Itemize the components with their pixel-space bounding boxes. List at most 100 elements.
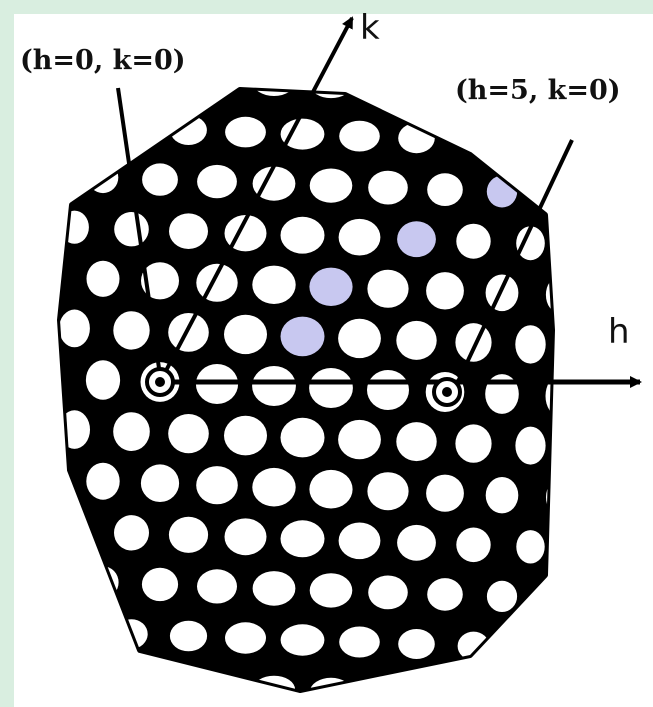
capsomer	[85, 360, 121, 400]
capsomer	[252, 571, 296, 606]
origin-point-dot	[155, 377, 165, 387]
capsomer	[427, 173, 463, 207]
capsomer	[170, 115, 207, 145]
h-axis-label: h	[608, 312, 630, 352]
capsomer	[398, 629, 435, 659]
capsomer	[60, 309, 90, 348]
capsomer	[196, 263, 238, 302]
capsomer	[197, 164, 237, 199]
capsomer	[33, 259, 60, 294]
capsomer	[197, 569, 237, 604]
capsomer	[309, 469, 353, 509]
capsomer	[141, 567, 179, 602]
capsomer	[516, 226, 545, 261]
target-point-label: (h=5, k=0)	[455, 75, 621, 106]
capsomer	[367, 269, 409, 308]
capsomer	[338, 218, 381, 256]
capsomer	[114, 212, 149, 247]
capsomer	[33, 461, 60, 497]
capsomer	[280, 316, 325, 357]
capsomer	[140, 464, 180, 503]
capsomer	[367, 472, 409, 511]
capsomer	[169, 620, 208, 652]
capsomer	[60, 111, 89, 141]
capsomer	[168, 313, 209, 352]
capsomer	[33, 565, 59, 597]
capsomer	[338, 419, 381, 460]
capsomer	[142, 672, 178, 690]
capsomer	[197, 90, 237, 94]
capsomer	[115, 113, 148, 143]
capsomer	[396, 320, 437, 360]
capsomer	[309, 573, 353, 608]
capsomer	[369, 90, 407, 100]
capsomer	[516, 127, 545, 157]
capsomer	[196, 466, 238, 505]
capsomer	[60, 513, 90, 548]
capsomer	[309, 368, 353, 408]
k-axis-label: k	[360, 8, 380, 48]
capsomer	[113, 311, 150, 350]
target-point-dot	[442, 387, 452, 397]
capsomer	[168, 414, 209, 454]
capsomer	[88, 669, 118, 690]
capsomer	[252, 166, 296, 201]
k-axis-arrow	[158, 16, 354, 383]
capsomer	[309, 267, 353, 306]
capsomer	[169, 213, 208, 249]
capsomer	[426, 474, 464, 512]
capsomer	[457, 631, 490, 661]
capsid-body	[57, 87, 555, 693]
capsomer	[516, 530, 545, 564]
capsomer	[396, 422, 437, 462]
capsomer	[487, 684, 517, 690]
capsomer	[225, 622, 266, 654]
capsomer	[280, 118, 325, 150]
capsomer	[338, 318, 381, 359]
capsomer	[426, 272, 464, 310]
capsomer	[456, 223, 491, 259]
capsomer	[368, 575, 408, 610]
capsomer	[309, 168, 353, 203]
capsomer	[455, 323, 492, 362]
capsomer	[168, 516, 209, 553]
capsomer	[225, 116, 266, 148]
capsomer	[224, 314, 267, 355]
capsomer	[60, 617, 89, 647]
capsomer	[485, 477, 519, 514]
capsomer	[546, 583, 552, 614]
capsomer	[114, 515, 149, 551]
capsomer	[456, 527, 491, 563]
capsomer	[397, 221, 436, 258]
capsomer	[224, 518, 267, 556]
capsomer	[280, 417, 325, 458]
capsomer	[252, 366, 296, 406]
capsomer	[60, 210, 89, 244]
capsomer	[87, 566, 119, 599]
capsomer	[141, 262, 179, 300]
capsomer	[32, 358, 60, 398]
capsomer	[86, 462, 120, 500]
capsomer	[252, 265, 296, 304]
capsomer	[428, 682, 462, 690]
capsomer	[280, 520, 325, 558]
capsomer	[455, 424, 492, 463]
capsomer	[427, 578, 463, 611]
capsomer	[368, 170, 408, 205]
capsomer	[142, 163, 178, 196]
capsomer	[515, 426, 546, 465]
capsomer	[86, 260, 120, 297]
capsomer	[33, 160, 59, 191]
capsomer	[113, 412, 150, 451]
capsomer	[515, 325, 546, 364]
capsomer	[280, 216, 325, 254]
target-pointer-line	[453, 139, 574, 389]
capsomer	[339, 120, 380, 152]
capsomer	[280, 624, 325, 656]
capsomer	[367, 370, 409, 410]
capsomer	[546, 686, 552, 690]
capsomer	[486, 580, 518, 613]
capsomer	[369, 680, 407, 690]
